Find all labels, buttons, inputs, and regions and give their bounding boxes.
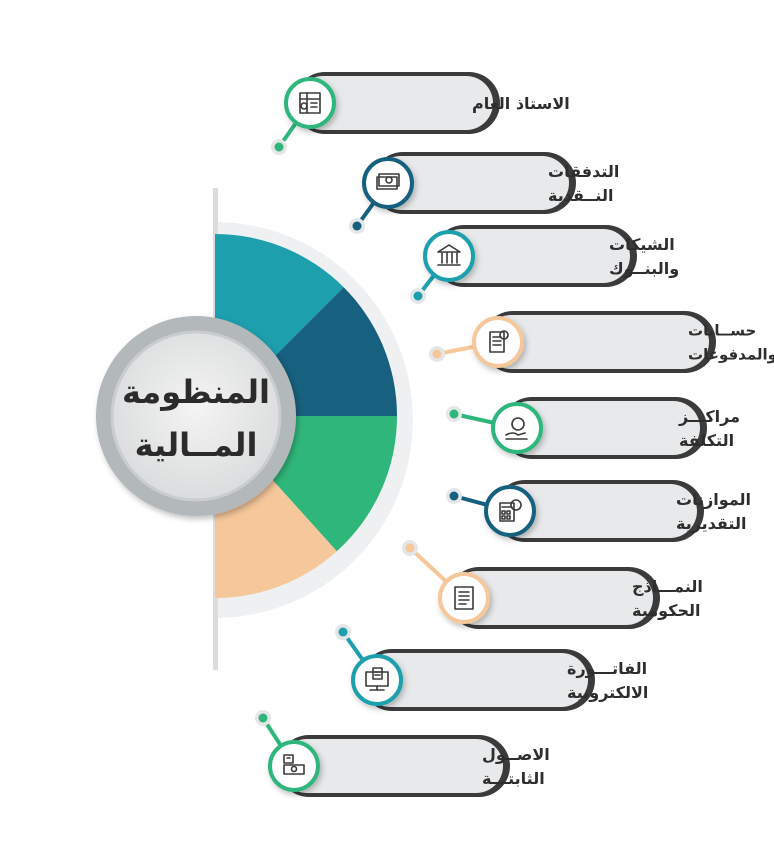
module-label-line: والبنــوك <box>609 259 679 278</box>
center-title-line2: المــالية <box>135 426 258 464</box>
module-label-line: الحكومية <box>632 601 701 620</box>
module-label-line: مراكـــز <box>678 407 740 426</box>
module-item[interactable]: الاصــول الثابتـــة <box>255 710 550 797</box>
module-label-line: النــقدية <box>548 186 613 205</box>
module-label-line: التقديرية <box>676 514 746 533</box>
module-dot <box>449 491 459 501</box>
module-item[interactable]: التدفقات النــقدية <box>349 152 619 234</box>
module-icon-ring <box>423 230 475 282</box>
module-icon-ring <box>491 402 543 454</box>
module-list: الاستاذ العام التدفقات النــقدية الشيكات وال… <box>255 72 774 797</box>
module-icon-ring <box>351 654 403 706</box>
module-dot <box>413 291 423 301</box>
module-dot <box>338 627 348 637</box>
module-label-line: حســابات <box>688 321 756 339</box>
module-item[interactable]: مراكـــز التكلفة <box>446 397 740 459</box>
module-item[interactable]: الشيكات والبنــوك <box>410 225 679 304</box>
module-pill <box>484 315 709 369</box>
module-item[interactable]: حســابات المقبوضات والمدفوعات <box>429 311 774 373</box>
module-pill <box>450 571 653 625</box>
module-icon-ring <box>438 572 490 624</box>
module-dot <box>449 409 459 419</box>
module-label-line: الاستاذ العام <box>472 94 570 113</box>
module-icon-ring <box>284 77 336 129</box>
module-label-line: النمـــاذج <box>632 577 703 596</box>
module-dot <box>352 221 362 231</box>
module-pill <box>374 156 569 210</box>
module-label-line: التدفقات <box>548 162 619 181</box>
module-item[interactable]: الاستاذ العام <box>271 72 570 155</box>
module-item[interactable]: النمـــاذج الحكومية <box>402 540 703 629</box>
module-dot <box>274 142 284 152</box>
module-dot <box>258 713 268 723</box>
cash-flow-icon <box>376 173 400 190</box>
e-invoice-icon <box>365 667 389 691</box>
budget-calculator-icon <box>499 499 522 522</box>
module-pill <box>503 401 700 455</box>
bank-icon <box>437 244 461 266</box>
module-label-line: التكلفة <box>679 431 734 450</box>
module-label-line: الموازنات <box>676 490 751 509</box>
ledger-icon <box>299 92 321 114</box>
receipts-icon <box>489 330 509 353</box>
center-circle: المنظومة المــالية <box>96 316 296 516</box>
module-pill <box>280 739 503 793</box>
module-label-line: الالكترونية <box>567 683 648 702</box>
module-item[interactable]: الموازنات التقديرية <box>446 480 751 542</box>
module-icon-ring <box>472 316 524 368</box>
module-pill <box>363 653 588 707</box>
module-pill <box>296 76 493 130</box>
module-label-line: الفاتـــورة <box>567 659 647 678</box>
fixed-assets-icon <box>283 754 305 775</box>
cost-center-icon <box>505 417 528 440</box>
module-dot <box>432 349 442 359</box>
module-dot <box>405 543 415 553</box>
government-forms-icon <box>454 586 474 610</box>
center-title-line1: المنظومة <box>122 373 270 411</box>
module-pill <box>435 229 630 283</box>
module-label-line: الشيكات <box>609 235 675 254</box>
module-item[interactable]: الفاتـــورة الالكترونية <box>335 624 648 711</box>
module-label-line: الثابتـــة <box>482 769 545 788</box>
module-label-line: المقبوضات والمدفوعات <box>688 345 774 363</box>
module-label-line: الاصــول <box>482 745 550 764</box>
module-pill <box>496 484 697 538</box>
